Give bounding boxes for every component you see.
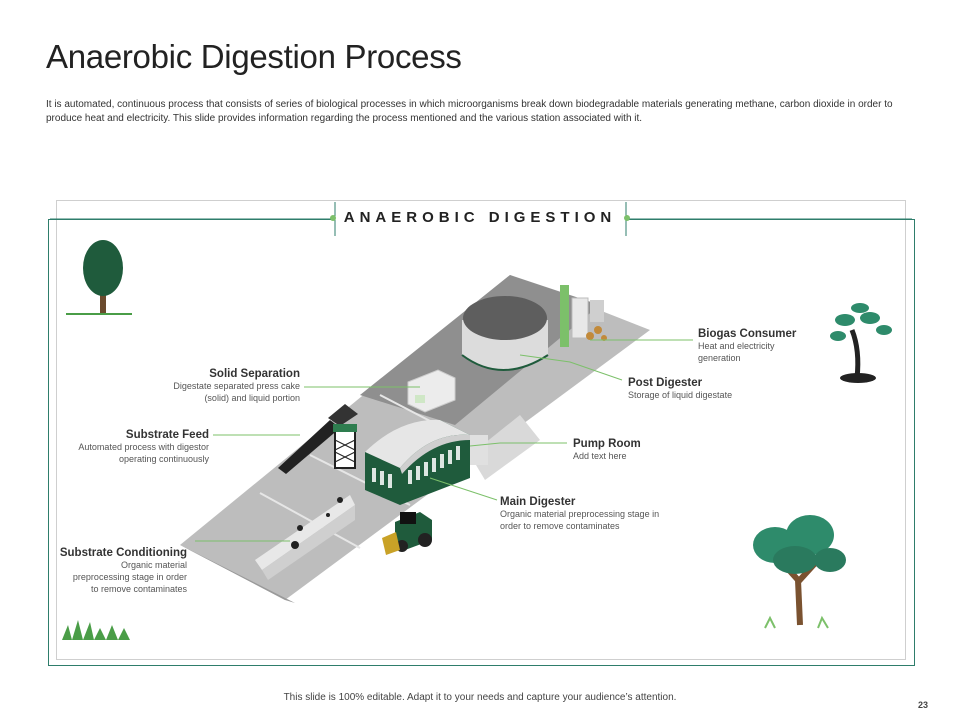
slide-title: Anaerobic Digestion Process: [46, 38, 462, 75]
label-biogas-consumer: Biogas Consumer Heat and electricity gen…: [698, 328, 828, 364]
label-main-digester: Main Digester Organic material preproces…: [500, 496, 680, 532]
biogas-consumer-line2: generation: [698, 353, 741, 363]
header-dot-left: [330, 215, 336, 221]
substrate-feed-title: Substrate Feed: [125, 429, 209, 441]
biogas-consumer-title: Biogas Consumer: [698, 328, 797, 340]
main-digester-line1: Organic material preprocessing stage in: [500, 509, 660, 519]
substrate-conditioning-title: Substrate Conditioning: [59, 547, 187, 559]
tree-icon-right: [830, 303, 892, 383]
feed-conveyor: [278, 404, 358, 474]
main-digester-title: Main Digester: [500, 496, 576, 508]
post-digester-tank: [461, 296, 549, 371]
leader-lines: [195, 339, 693, 542]
slide-footer: This slide is 100% editable. Adapt it to…: [283, 692, 677, 703]
label-substrate-feed: Substrate Feed Automated process with di…: [55, 429, 209, 465]
tractor: [382, 512, 432, 555]
diagram-frame-outer: [56, 200, 906, 660]
main-digester-building: [365, 419, 488, 505]
header-mask: [333, 202, 627, 236]
biogas-consumer-line1: Heat and electricity: [698, 341, 775, 351]
slide-description: It is automated, continuous process that…: [46, 99, 893, 124]
substrate-feed-line1: Automated process with digestor: [78, 442, 209, 452]
tree-icon-bottom-right: [753, 515, 846, 629]
tree-icon-top-left: [66, 240, 132, 315]
label-pump-room: Pump Room Add text here: [573, 438, 693, 462]
post-digester-line1: Storage of liquid digestate: [628, 390, 733, 400]
substrate-conditioning-line1: Organic material: [120, 560, 187, 570]
header-dot-right: [624, 215, 630, 221]
main-digester-line2: order to remove contaminates: [500, 521, 620, 531]
diagram-header: ANAEROBIC DIGESTION: [343, 209, 617, 226]
grass-icon-bottom-left: [62, 620, 130, 640]
substrate-conditioning-line2: preprocessing stage in order: [72, 572, 187, 582]
label-solid-separation: Solid Separation Digestate separated pre…: [150, 368, 300, 404]
post-digester-title: Post Digester: [628, 377, 703, 389]
biogas-plant: [560, 285, 607, 347]
label-post-digester: Post Digester Storage of liquid digestat…: [628, 377, 778, 401]
page-number: 23: [918, 700, 929, 710]
separation-unit: [407, 369, 456, 413]
solid-separation-title: Solid Separation: [209, 368, 300, 380]
substrate-feed-line2: operating continuously: [118, 454, 209, 464]
pump-room-title: Pump Room: [573, 438, 641, 450]
pump-room-line1: Add text here: [573, 451, 627, 461]
conditioning-unit: [255, 495, 355, 580]
label-substrate-conditioning: Substrate Conditioning Organic material …: [50, 547, 187, 595]
solid-separation-line1: Digestate separated press cake: [173, 381, 300, 391]
solid-separation-line2: (solid) and liquid portion: [204, 393, 300, 403]
substrate-conditioning-line3: to remove contaminates: [90, 584, 187, 594]
